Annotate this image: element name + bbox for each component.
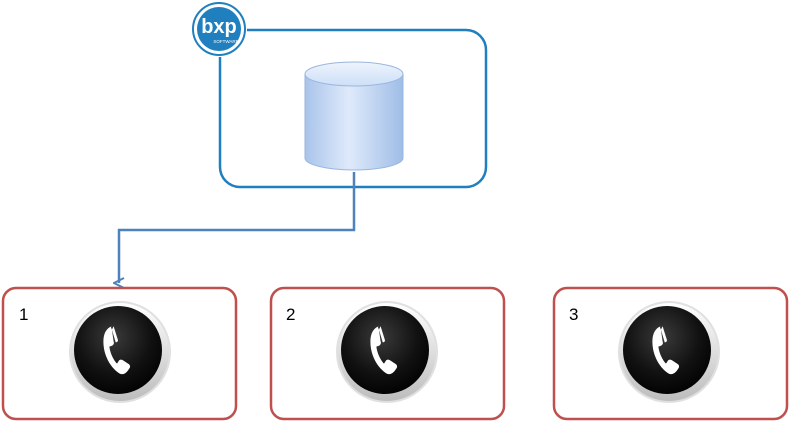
phone-box-2: 2 — [269, 286, 506, 421]
logo-subtext: SOFTWARE — [213, 39, 238, 44]
bxp-software-logo: bxp SOFTWARE — [191, 1, 247, 57]
database-cylinder-icon — [304, 61, 404, 171]
telephone-icon — [336, 301, 438, 403]
phone-box-3: 3 — [552, 286, 789, 421]
phone-box-1: 1 — [1, 286, 238, 421]
phone-label: 3 — [569, 305, 578, 324]
telephone-icon — [69, 301, 171, 403]
telephone-icon — [618, 301, 720, 403]
logo-text: bxp — [201, 16, 237, 38]
phone-label: 1 — [19, 305, 28, 324]
phone-label: 2 — [286, 305, 295, 324]
connector-arrow — [119, 172, 356, 283]
